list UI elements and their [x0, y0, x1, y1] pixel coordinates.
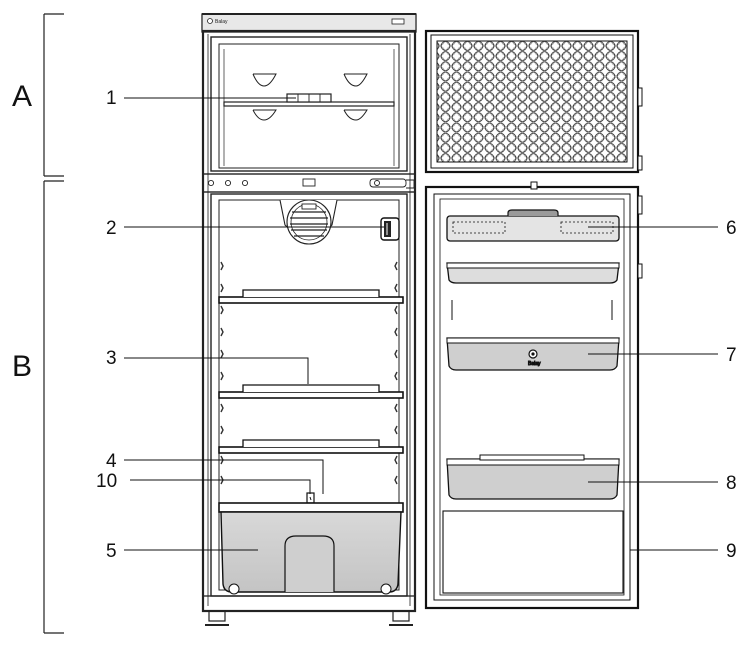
- dairy-compartment: [446, 209, 620, 242]
- section-b-bracket: [43, 180, 64, 634]
- freezer-shelf: [223, 93, 395, 107]
- glass-shelf-1: [218, 289, 404, 304]
- callout-8: 8: [726, 473, 737, 494]
- callout-2: 2: [106, 218, 117, 239]
- callout-leaders: [124, 97, 718, 551]
- callout-3: 3: [106, 348, 117, 369]
- callout-4: 4: [106, 451, 117, 472]
- glass-shelf-3: [218, 439, 404, 454]
- section-b-label: B: [12, 350, 32, 383]
- fridge-door: [424, 181, 643, 610]
- door-lower-panel: [442, 510, 624, 594]
- glass-shelf-2: [218, 384, 404, 399]
- callout-1: 1: [106, 88, 117, 109]
- callout-6: 6: [726, 218, 737, 239]
- top-brand-text: Balay: [215, 19, 228, 25]
- callout-7: 7: [726, 345, 737, 366]
- door-bottle-balcony: [446, 454, 620, 500]
- callout-9: 9: [726, 541, 737, 562]
- section-a-label: A: [12, 80, 32, 113]
- freezer-door: [424, 29, 643, 174]
- freezer-inner-details: [252, 73, 368, 121]
- door-shelf-small: [446, 262, 620, 284]
- door-balcony-middle: Balay: [446, 337, 620, 371]
- door-brand-text: Balay: [528, 361, 541, 367]
- drain-channel: [306, 492, 315, 504]
- fan-unit: [279, 199, 338, 245]
- crisper-drawer: [218, 502, 404, 595]
- thermostat-knob: [380, 217, 400, 241]
- callout-5: 5: [106, 541, 117, 562]
- callout-10: 10: [96, 471, 117, 492]
- shelf-rails: [220, 261, 398, 485]
- section-a-bracket: [43, 13, 64, 177]
